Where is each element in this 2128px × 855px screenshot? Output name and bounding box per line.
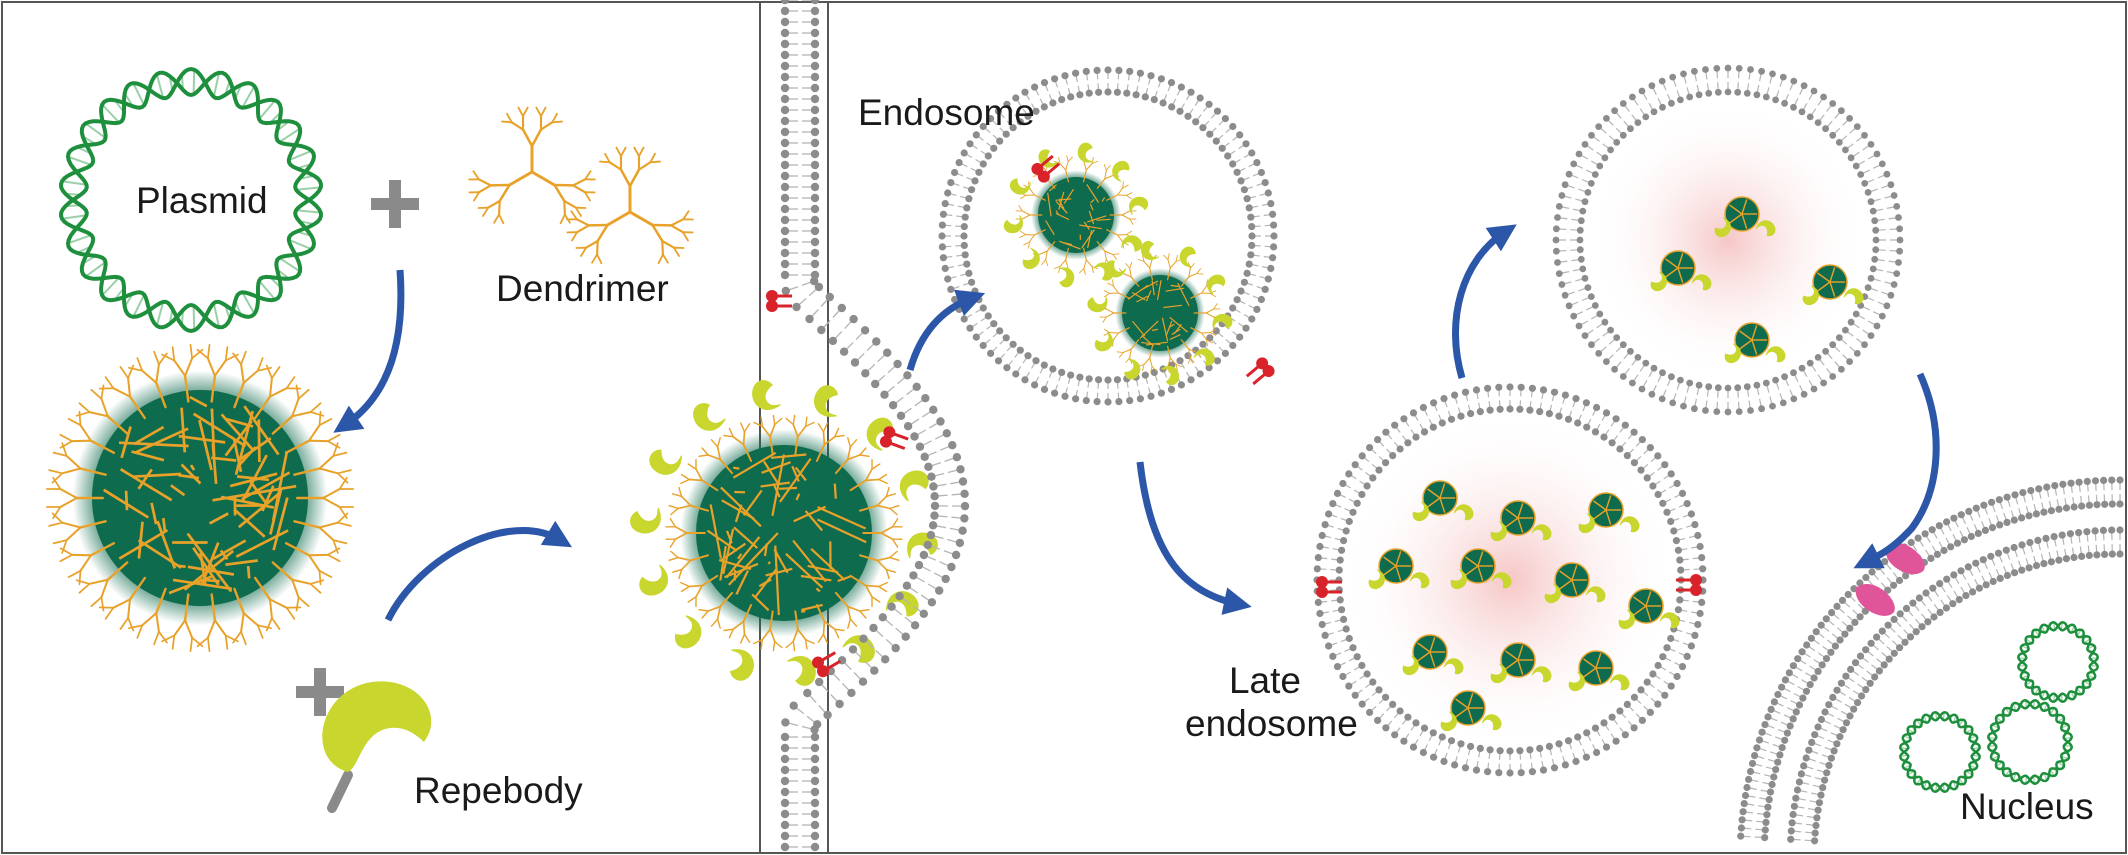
- curved-arrow-icon: [1452, 224, 1517, 379]
- plasma-membrane: [780, 0, 970, 852]
- nuclear-membrane: [1737, 476, 2124, 845]
- ruptured-vesicle: [1552, 64, 1904, 416]
- polyplex-icon: [46, 344, 354, 652]
- late-endosome-label-line1: Late: [1228, 660, 1301, 701]
- plasmid-dna-icon: [58, 66, 324, 334]
- curved-arrow-icon: [333, 269, 405, 433]
- repebody-icon: [322, 681, 432, 813]
- late-endosome: [1313, 383, 1707, 777]
- curved-arrow-icon: [384, 520, 573, 622]
- curved-arrow-icon: [1853, 372, 1940, 569]
- receptor-icon: [766, 290, 909, 678]
- repebody-label: Repebody: [414, 770, 583, 811]
- curved-arrow-icon: [906, 289, 986, 371]
- targeted-polyplex-icon: [630, 380, 938, 686]
- nuclear-plasmid-icon: [2017, 621, 2099, 703]
- endosome: [938, 66, 1278, 406]
- plasmid-label: Plasmid: [136, 180, 268, 221]
- nuclear-plasmid-icon: [1899, 711, 1981, 793]
- dendrimer-icon: [468, 106, 596, 225]
- late-endosome-label: Late endosome: [1185, 660, 1358, 745]
- dendrimer-icon: [566, 146, 694, 265]
- nuclear-pore-icon: [1855, 542, 1925, 616]
- plus-icon: [296, 668, 344, 716]
- dendrimer-label: Dendrimer: [496, 268, 669, 309]
- endosome-label: Endosome: [858, 92, 1035, 133]
- nuclear-plasmid-icon: [1987, 699, 2073, 785]
- curved-arrow-icon: [1136, 461, 1252, 615]
- late-endosome-label-line2: endosome: [1185, 702, 1358, 744]
- nucleus-label: Nucleus: [1960, 786, 2094, 827]
- plus-icon: [371, 180, 419, 228]
